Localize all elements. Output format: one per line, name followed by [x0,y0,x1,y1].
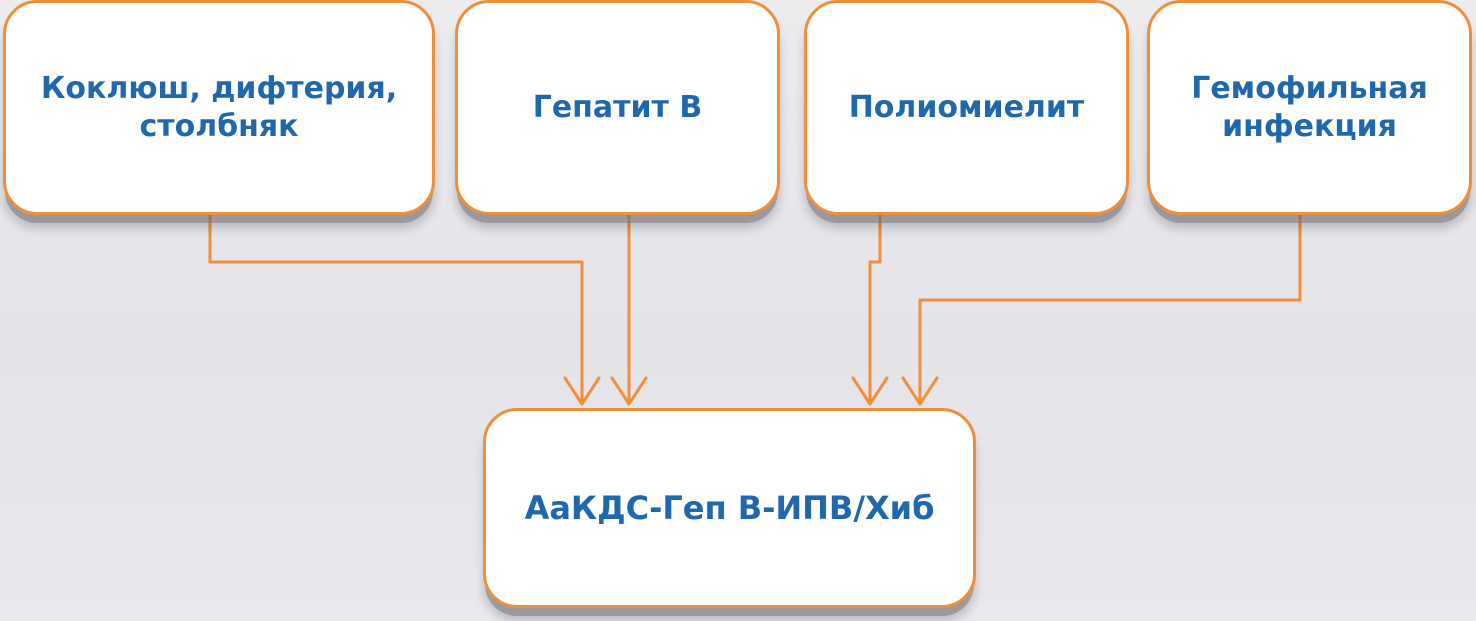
source-box-hib: Гемофильная инфекция [1147,0,1472,215]
arrow-from-hib [918,213,1302,404]
target-box-combined-vaccine: АаКДС-Геп В-ИПВ/Хиб [483,408,976,608]
source-box-hepatitis-b: Гепатит В [455,0,780,215]
source-label: Гепатит В [532,89,703,125]
target-label: АаКДС-Геп В-ИПВ/Хиб [524,489,935,527]
source-label: Гемофильная инфекция [1191,71,1428,144]
source-label: Полиомиелит [848,89,1085,125]
source-label: Коклюш, дифтерия, столбняк [40,71,398,144]
arrow-head-4 [901,376,939,406]
arrow-head-2 [610,376,648,406]
arrow-head-1 [563,376,601,406]
arrow-from-polio [868,213,882,404]
source-box-pertussis-diphtheria-tetanus: Коклюш, дифтерия, столбняк [3,0,435,215]
arrow-head-3 [851,376,889,406]
source-box-polio: Полиомиелит [804,0,1129,215]
arrow-from-pertussis [208,213,584,404]
